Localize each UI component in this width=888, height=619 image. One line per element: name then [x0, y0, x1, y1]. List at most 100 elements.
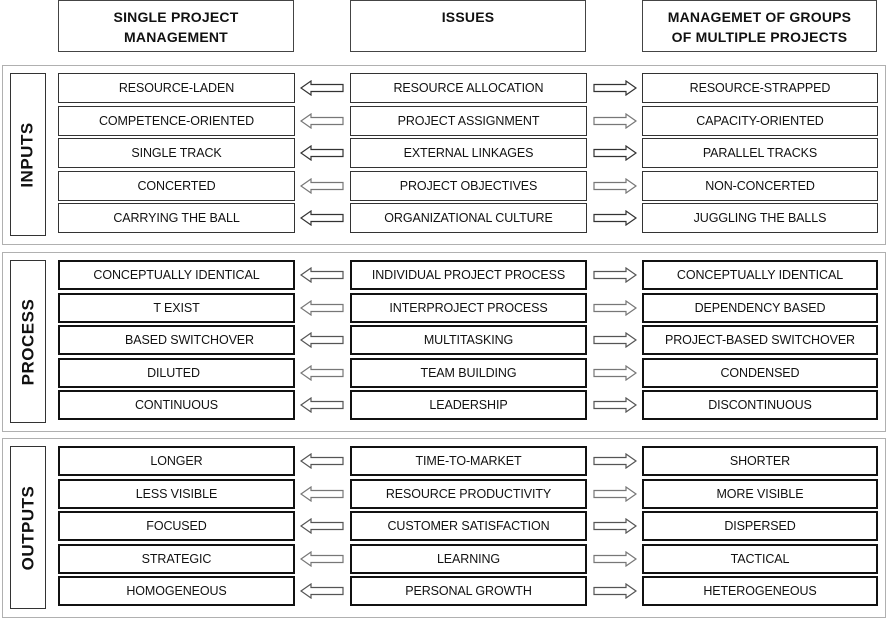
issue-cell: LEADERSHIP: [350, 390, 587, 420]
arrow-left-icon: [300, 267, 344, 283]
section-outputs: OUTPUTS LONGER TIME-TO-MARKET SHORTER LE…: [2, 438, 886, 618]
single-project-cell: DILUTED: [58, 357, 295, 388]
table-row: CARRYING THE BALL ORGANIZATIONAL CULTURE…: [3, 203, 887, 233]
single-project-cell: STRATEGIC: [58, 543, 295, 574]
single-project-cell: FOCUSED: [58, 511, 295, 541]
table-row: COMPETENCE-ORIENTED PROJECT ASSIGNMENT C…: [3, 105, 887, 136]
single-project-cell: HOMOGENEOUS: [58, 576, 295, 606]
arrow-left-icon: [300, 364, 344, 381]
table-row: CONCEPTUALLY IDENTICAL INDIVIDUAL PROJEC…: [3, 260, 887, 290]
multiple-projects-cell: RESOURCE-STRAPPED: [642, 73, 878, 103]
single-project-cell: CARRYING THE BALL: [58, 203, 295, 233]
issue-cell: TIME-TO-MARKET: [350, 446, 587, 476]
arrow-right-icon: [593, 80, 637, 96]
issue-cell: EXTERNAL LINKAGES: [350, 138, 587, 168]
arrow-left-icon: [300, 332, 344, 348]
issue-cell: RESOURCE PRODUCTIVITY: [350, 478, 587, 509]
multiple-projects-cell: DEPENDENCY BASED: [642, 292, 878, 323]
table-row: BASED SWITCHOVER MULTITASKING PROJECT-BA…: [3, 325, 887, 355]
header-issues: ISSUES: [350, 0, 586, 52]
arrow-left-icon: [300, 453, 344, 469]
table-row: T EXIST INTERPROJECT PROCESS DEPENDENCY …: [3, 292, 887, 323]
multiple-projects-cell: SHORTER: [642, 446, 878, 476]
arrow-right-icon: [593, 583, 637, 599]
arrow-left-icon: [300, 210, 344, 226]
section-label-box: OUTPUTS: [10, 446, 46, 609]
issue-cell: PERSONAL GROWTH: [350, 576, 587, 606]
multiple-projects-cell: DISCONTINUOUS: [642, 390, 878, 420]
arrow-right-icon: [593, 177, 637, 194]
arrow-right-icon: [593, 518, 637, 534]
multiple-projects-cell: HETEROGENEOUS: [642, 576, 878, 606]
issue-cell: INTERPROJECT PROCESS: [350, 292, 587, 323]
arrow-right-icon: [593, 364, 637, 381]
arrow-right-icon: [593, 453, 637, 469]
arrow-right-icon: [593, 485, 637, 502]
header-left-line2: MANAGEMENT: [124, 29, 228, 45]
arrow-right-icon: [593, 397, 637, 413]
table-row: SINGLE TRACK EXTERNAL LINKAGES PARALLEL …: [3, 138, 887, 168]
arrow-right-icon: [593, 112, 637, 129]
issue-cell: TEAM BUILDING: [350, 357, 587, 388]
header-right-line1: MANAGEMET OF GROUPS: [667, 9, 852, 25]
arrow-left-icon: [300, 518, 344, 534]
arrow-right-icon: [593, 550, 637, 567]
issue-cell: PROJECT ASSIGNMENT: [350, 105, 587, 136]
multiple-projects-cell: NON-CONCERTED: [642, 170, 878, 201]
table-row: STRATEGIC LEARNING TACTICAL: [3, 543, 887, 574]
single-project-cell: CONTINUOUS: [58, 390, 295, 420]
issue-cell: PROJECT OBJECTIVES: [350, 170, 587, 201]
multiple-projects-cell: DISPERSED: [642, 511, 878, 541]
single-project-cell: BASED SWITCHOVER: [58, 325, 295, 355]
header-right-line2: OF MULTIPLE PROJECTS: [671, 29, 848, 45]
arrow-right-icon: [593, 210, 637, 226]
header-multiple-projects-management: MANAGEMET OF GROUPS OF MULTIPLE PROJECTS: [642, 0, 877, 52]
header-left-line1: SINGLE PROJECT: [113, 9, 239, 25]
arrow-left-icon: [300, 550, 344, 567]
multiple-projects-cell: PARALLEL TRACKS: [642, 138, 878, 168]
section-inputs: INPUTS RESOURCE-LADEN RESOURCE ALLOCATIO…: [2, 65, 886, 245]
arrow-right-icon: [593, 145, 637, 161]
arrow-left-icon: [300, 177, 344, 194]
table-row: HOMOGENEOUS PERSONAL GROWTH HETEROGENEOU…: [3, 576, 887, 606]
arrow-left-icon: [300, 145, 344, 161]
table-row: LONGER TIME-TO-MARKET SHORTER: [3, 446, 887, 476]
multiple-projects-cell: CAPACITY-ORIENTED: [642, 105, 878, 136]
table-row: RESOURCE-LADEN RESOURCE ALLOCATION RESOU…: [3, 73, 887, 103]
single-project-cell: RESOURCE-LADEN: [58, 73, 295, 103]
single-project-cell: T EXIST: [58, 292, 295, 323]
section-label-box: INPUTS: [10, 73, 46, 236]
section-process: PROCESS CONCEPTUALLY IDENTICAL INDIVIDUA…: [2, 252, 886, 432]
arrow-left-icon: [300, 583, 344, 599]
multiple-projects-cell: PROJECT-BASED SWITCHOVER: [642, 325, 878, 355]
arrow-left-icon: [300, 397, 344, 413]
single-project-cell: LONGER: [58, 446, 295, 476]
single-project-cell: COMPETENCE-ORIENTED: [58, 105, 295, 136]
arrow-left-icon: [300, 80, 344, 96]
arrow-right-icon: [593, 267, 637, 283]
table-row: DILUTED TEAM BUILDING CONDENSED: [3, 357, 887, 388]
arrow-left-icon: [300, 299, 344, 316]
multiple-projects-cell: TACTICAL: [642, 543, 878, 574]
header-middle-text: ISSUES: [441, 9, 495, 25]
section-label-box: PROCESS: [10, 260, 46, 423]
arrow-right-icon: [593, 299, 637, 316]
arrow-left-icon: [300, 485, 344, 502]
single-project-cell: CONCERTED: [58, 170, 295, 201]
issue-cell: CUSTOMER SATISFACTION: [350, 511, 587, 541]
multiple-projects-cell: CONCEPTUALLY IDENTICAL: [642, 260, 878, 290]
table-row: LESS VISIBLE RESOURCE PRODUCTIVITY MORE …: [3, 478, 887, 509]
single-project-cell: LESS VISIBLE: [58, 478, 295, 509]
arrow-right-icon: [593, 332, 637, 348]
table-row: CONCERTED PROJECT OBJECTIVES NON-CONCERT…: [3, 170, 887, 201]
multiple-projects-cell: JUGGLING THE BALLS: [642, 203, 878, 233]
multiple-projects-cell: CONDENSED: [642, 357, 878, 388]
issue-cell: RESOURCE ALLOCATION: [350, 73, 587, 103]
arrow-left-icon: [300, 112, 344, 129]
table-row: FOCUSED CUSTOMER SATISFACTION DISPERSED: [3, 511, 887, 541]
issue-cell: LEARNING: [350, 543, 587, 574]
issue-cell: ORGANIZATIONAL CULTURE: [350, 203, 587, 233]
table-row: CONTINUOUS LEADERSHIP DISCONTINUOUS: [3, 390, 887, 420]
issue-cell: INDIVIDUAL PROJECT PROCESS: [350, 260, 587, 290]
single-project-cell: SINGLE TRACK: [58, 138, 295, 168]
